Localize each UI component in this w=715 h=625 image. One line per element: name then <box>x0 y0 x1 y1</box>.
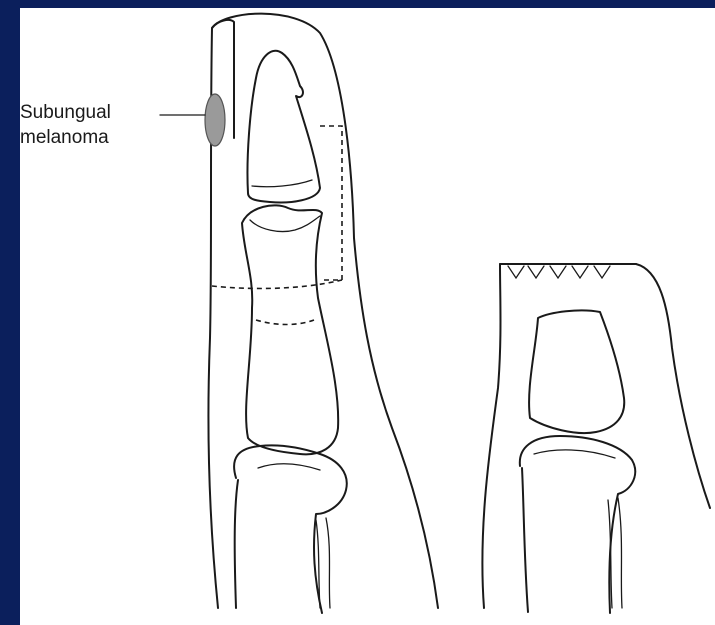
finger-amputation-illustration <box>20 8 715 625</box>
middle-phalanx-head <box>250 216 320 232</box>
middle-phalanx <box>242 205 338 454</box>
melanoma-lesion <box>205 94 225 146</box>
annotation-line-2: melanoma <box>20 125 111 150</box>
stump-phalanx <box>529 310 624 433</box>
stump-outline <box>482 264 710 608</box>
stump-proximal-shaft <box>522 468 528 612</box>
dashed-excision-box <box>320 126 342 280</box>
annotation-label: Subungual melanoma <box>20 100 111 150</box>
finger-outline-left <box>208 14 438 608</box>
stump-pip-line <box>534 450 615 458</box>
pip-joint-line <box>258 464 320 470</box>
stump-proximal-phalanx <box>520 436 635 613</box>
proximal-phalanx-shaft <box>235 480 238 608</box>
illustration-panel: Subungual melanoma <box>20 8 715 625</box>
annotation-line-1: Subungual <box>20 100 111 125</box>
sutures <box>508 266 610 278</box>
dashed-amputation-line <box>212 280 342 288</box>
distal-phalanx <box>247 51 320 203</box>
dip-joint-line <box>252 180 312 187</box>
post-op-finger <box>482 264 710 613</box>
dashed-bone-cut-line <box>256 320 314 325</box>
pre-op-finger <box>160 14 438 613</box>
